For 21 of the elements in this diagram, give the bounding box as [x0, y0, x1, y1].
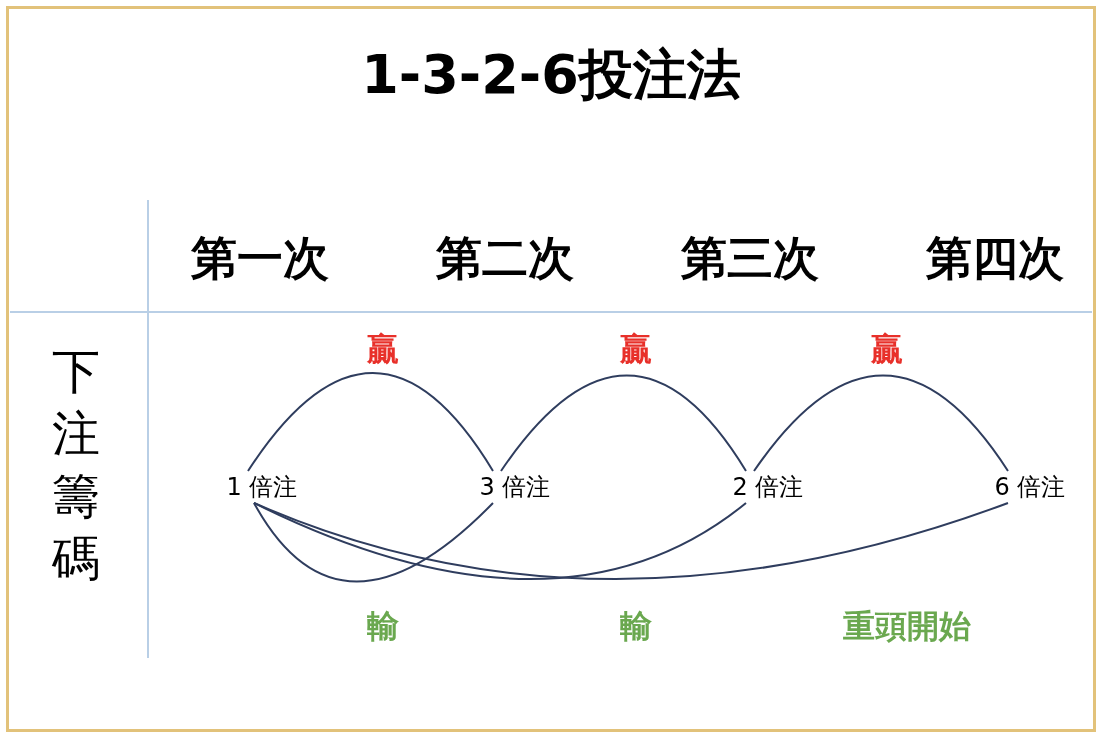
curved-connector — [753, 374, 1009, 472]
bet-amount: 1 倍注 — [212, 471, 312, 503]
curved-connector — [253, 502, 494, 583]
curved-connector — [500, 374, 747, 472]
row-header: 下注籌碼 — [52, 342, 100, 589]
column-header: 第四次 — [925, 235, 1065, 281]
column-header: 第一次 — [190, 235, 330, 281]
title: 1-3-2-6投注法 — [360, 48, 742, 102]
bet-amount: 2 倍注 — [718, 471, 818, 503]
edge-label: 贏 — [619, 333, 653, 365]
curved-connector — [247, 372, 494, 472]
column-header: 第三次 — [680, 235, 820, 281]
edge-label: 重頭開始 — [842, 610, 972, 642]
edge-label: 贏 — [870, 333, 904, 365]
curved-connector — [253, 502, 1009, 580]
edge-label: 贏 — [366, 333, 400, 365]
edge-label: 輸 — [366, 610, 400, 642]
bet-amount: 3 倍注 — [465, 471, 565, 503]
column-header: 第二次 — [435, 235, 575, 281]
bet-amount: 6 倍注 — [980, 471, 1080, 503]
edge-label: 輸 — [619, 610, 653, 642]
